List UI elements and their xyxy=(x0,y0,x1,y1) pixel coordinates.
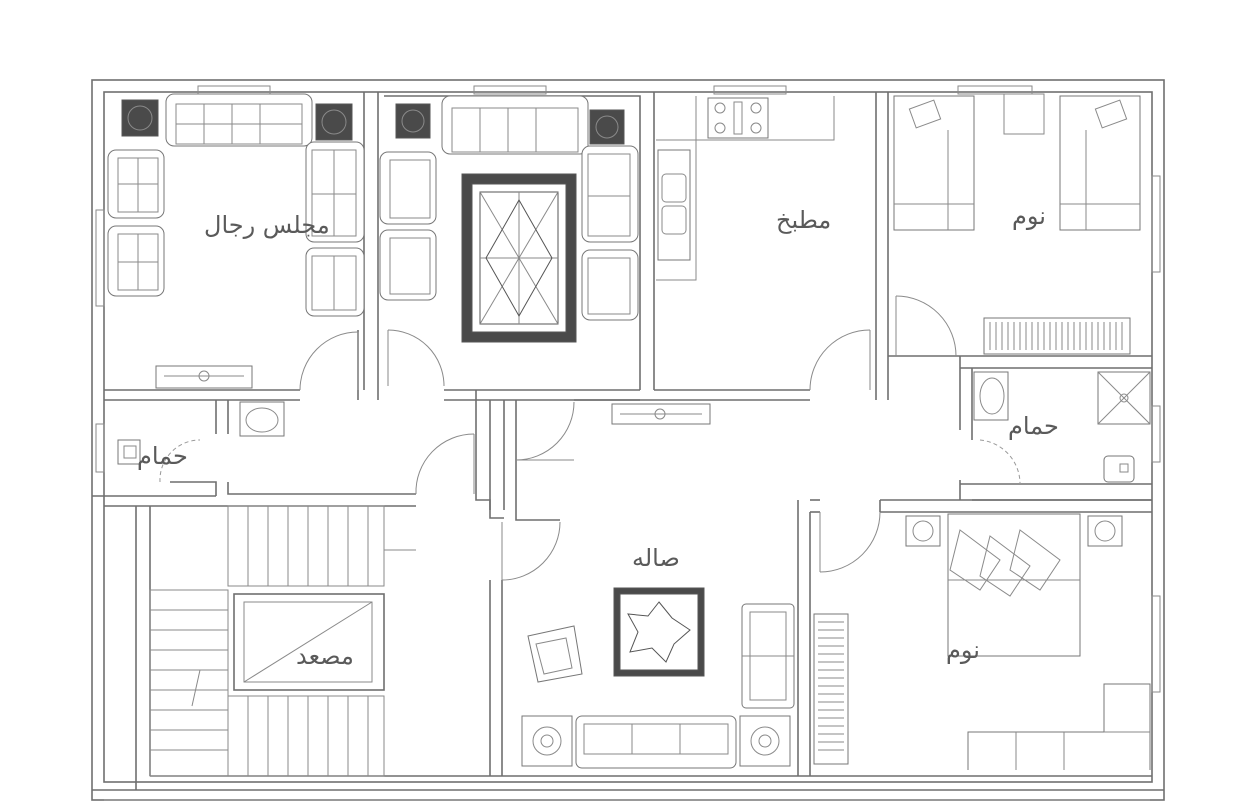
sink-icon xyxy=(239,371,1009,437)
armchair-icon xyxy=(107,141,365,317)
armchair-icon xyxy=(527,625,583,683)
tv-unit xyxy=(155,365,711,425)
sink-icon xyxy=(656,139,697,281)
sofa-icon xyxy=(575,603,795,769)
exterior-walls xyxy=(91,79,1165,801)
bed-icon xyxy=(893,93,1141,231)
room-label-bedroom-top: نوم xyxy=(1012,202,1046,230)
toilet-icon xyxy=(117,439,1135,483)
sofa-icon xyxy=(967,683,1151,770)
room-label-elevator: مصعد xyxy=(296,642,354,670)
room-label-hall: صاله xyxy=(632,544,680,572)
bed-icon xyxy=(947,513,1081,657)
room-label-bath-left: حمام xyxy=(137,442,188,470)
stairs-icon xyxy=(149,505,416,777)
rug-icon xyxy=(461,173,577,343)
stove-icon xyxy=(695,96,835,141)
wardrobe-icon xyxy=(813,317,1131,765)
elevator-shaft xyxy=(233,593,385,691)
sofa-icon xyxy=(165,93,313,147)
sofa-icon xyxy=(379,95,639,321)
door-swing-icon xyxy=(159,295,1021,581)
lamp-icon xyxy=(521,715,791,767)
room-label-majlis: مجلس رجال xyxy=(204,211,330,239)
room-label-bath-right: حمام xyxy=(1008,412,1059,440)
shower-icon xyxy=(1097,371,1151,425)
room-label-bedroom-bottom: نوم xyxy=(946,636,980,664)
lamp-icon xyxy=(905,515,1123,547)
lamp-icon xyxy=(121,99,625,145)
room-label-kitchen: مطبخ xyxy=(776,206,832,234)
rug-icon xyxy=(613,587,705,677)
